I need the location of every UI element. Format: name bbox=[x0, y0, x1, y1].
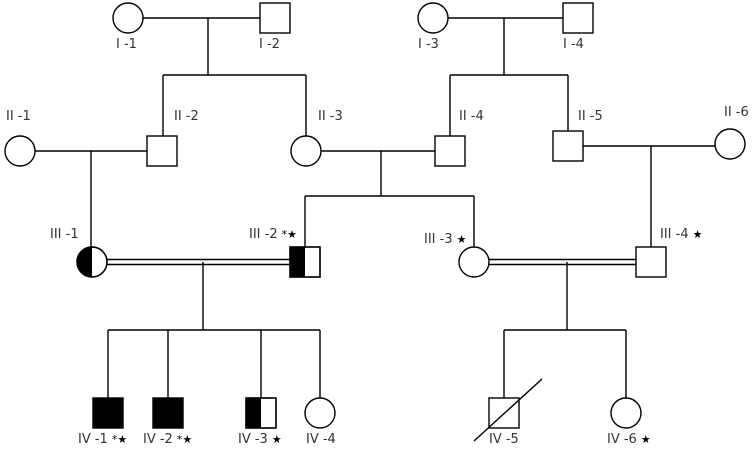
male-symbol bbox=[635, 246, 667, 278]
deceased-slash bbox=[473, 378, 543, 442]
individual-i-4 bbox=[562, 2, 594, 34]
female-symbol bbox=[714, 128, 746, 160]
female-symbol bbox=[610, 397, 642, 429]
individual-label: III -4★ bbox=[660, 227, 703, 242]
marker-star-icon: ★ bbox=[641, 433, 651, 446]
individual-label: II -3 bbox=[318, 109, 343, 124]
individual-label: IV -1*★ bbox=[78, 432, 127, 447]
male-symbol bbox=[562, 2, 594, 34]
female-symbol bbox=[290, 135, 322, 167]
male-symbol bbox=[146, 135, 178, 167]
individual-ii-3 bbox=[290, 135, 322, 167]
affected-male-symbol bbox=[92, 397, 124, 429]
carrier-outline bbox=[289, 246, 321, 278]
individual-label: III -1 bbox=[50, 227, 79, 242]
individual-label: IV -6★ bbox=[607, 432, 651, 447]
male-symbol bbox=[434, 135, 466, 167]
carrier-half-fill bbox=[246, 398, 261, 428]
individual-iv-4 bbox=[304, 397, 336, 429]
female-symbol bbox=[417, 2, 449, 34]
female-symbol bbox=[112, 2, 144, 34]
marker-star-icon: ★ bbox=[457, 233, 467, 246]
female-symbol bbox=[458, 246, 490, 278]
individual-iv-1 bbox=[92, 397, 124, 429]
individual-label: II -4 bbox=[459, 109, 484, 124]
individual-i-1 bbox=[112, 2, 144, 34]
individual-label: IV -2*★ bbox=[143, 432, 192, 447]
individual-label: II -1 bbox=[6, 109, 31, 124]
female-symbol bbox=[4, 135, 36, 167]
individual-ii-2 bbox=[146, 135, 178, 167]
individual-iv-3 bbox=[245, 397, 277, 429]
marker-star-icon: ★ bbox=[272, 433, 282, 446]
individual-labels: I -1 I -2 I -3 I -4 II -1 II -2 II -3 II -4 II -… bbox=[6, 37, 749, 447]
individual-iii-4 bbox=[635, 246, 667, 278]
individual-ii-1 bbox=[4, 135, 36, 167]
relationship-lines bbox=[35, 17, 715, 398]
individual-ii-4 bbox=[434, 135, 466, 167]
marker-star-icon: *★ bbox=[282, 228, 298, 241]
individual-label: III -2*★ bbox=[249, 227, 297, 242]
individual-label: III -3★ bbox=[424, 232, 467, 247]
individual-ii-5 bbox=[552, 130, 584, 162]
individual-iv-5 bbox=[473, 378, 543, 442]
individual-label: II -6 bbox=[724, 105, 749, 120]
affected-male-symbol bbox=[152, 397, 184, 429]
individual-label: I -2 bbox=[259, 37, 280, 52]
individual-i-2 bbox=[259, 2, 291, 34]
marker-star-icon: *★ bbox=[177, 433, 193, 446]
individual-label: II -5 bbox=[578, 109, 603, 124]
carrier-half-fill bbox=[290, 247, 305, 277]
individual-symbols bbox=[4, 2, 746, 442]
individual-iii-1 bbox=[76, 246, 108, 278]
individual-iv-2 bbox=[152, 397, 184, 429]
individual-label: I -1 bbox=[116, 37, 137, 52]
individual-iv-6 bbox=[610, 397, 642, 429]
marker-star-icon: *★ bbox=[112, 433, 128, 446]
individual-label: II -2 bbox=[174, 109, 199, 124]
male-symbol bbox=[259, 2, 291, 34]
carrier-outline bbox=[76, 246, 108, 278]
individual-label: IV -5 bbox=[489, 432, 519, 447]
individual-label: I -4 bbox=[563, 37, 584, 52]
carrier-half-fill bbox=[77, 247, 92, 277]
individual-label: IV -3★ bbox=[238, 432, 282, 447]
carrier-outline bbox=[245, 397, 277, 429]
individual-iii-3 bbox=[458, 246, 490, 278]
individual-label: I -3 bbox=[418, 37, 439, 52]
female-symbol bbox=[304, 397, 336, 429]
male-symbol bbox=[552, 130, 584, 162]
individual-ii-6 bbox=[714, 128, 746, 160]
individual-i-3 bbox=[417, 2, 449, 34]
individual-label: IV -4 bbox=[306, 432, 336, 447]
marker-star-icon: ★ bbox=[693, 228, 703, 241]
individual-iii-2 bbox=[289, 246, 321, 278]
